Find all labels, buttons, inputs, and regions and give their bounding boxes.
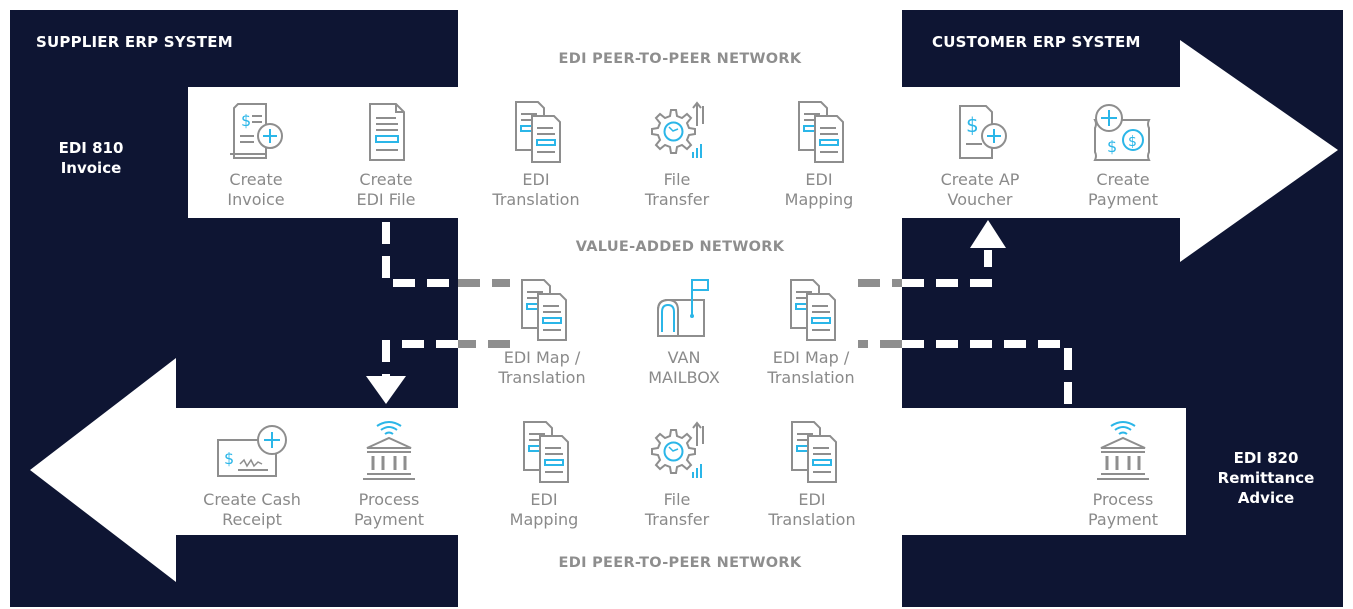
edi-810-name: Invoice xyxy=(60,159,122,177)
top-flow-arrow xyxy=(188,40,1338,262)
edi-820-code: EDI 820 xyxy=(1233,449,1299,467)
step-van-edi-map-right: EDI Map /Translation xyxy=(751,278,871,388)
svg-text:$: $ xyxy=(224,449,234,468)
mailbox-icon xyxy=(657,279,709,337)
edi-810-code: EDI 810 xyxy=(58,139,124,157)
edi-810-label: EDI 810 Invoice xyxy=(36,138,146,178)
svg-text:$: $ xyxy=(966,113,979,137)
svg-text:$: $ xyxy=(1107,137,1117,156)
edi-820-label: EDI 820 Remittance Advice xyxy=(1206,448,1326,508)
bank-icon xyxy=(1097,421,1149,480)
svg-text:$: $ xyxy=(241,111,251,130)
documents-icon xyxy=(523,421,569,483)
gear-transfer-icon xyxy=(651,421,704,478)
arrowhead-down xyxy=(366,376,406,404)
p2p-network-top-title: EDI PEER-TO-PEER NETWORK xyxy=(558,51,802,67)
edi-file-icon xyxy=(369,103,405,161)
van-connectors xyxy=(382,222,1072,404)
ap-voucher-icon: $ xyxy=(959,105,1007,159)
edi-820-name-1: Remittance xyxy=(1217,469,1315,487)
cash-receipt-icon: $ xyxy=(217,425,287,477)
documents-icon xyxy=(790,279,836,341)
documents-icon xyxy=(791,421,837,483)
arrowhead-up xyxy=(970,220,1006,248)
step-van-edi-map-left: EDI Map /Translation xyxy=(482,278,602,388)
svg-text:$: $ xyxy=(1128,134,1137,150)
documents-icon xyxy=(798,101,844,163)
payment-icon: $ $ xyxy=(1093,104,1151,161)
supplier-panel-title: SUPPLIER ERP SYSTEM xyxy=(36,33,233,51)
step-label: EDI Map /Translation xyxy=(498,348,586,387)
gear-transfer-icon xyxy=(651,101,704,158)
invoice-icon: $ xyxy=(230,103,283,159)
bank-icon xyxy=(363,421,415,480)
documents-icon xyxy=(515,101,561,163)
p2p-network-bottom-title: EDI PEER-TO-PEER NETWORK xyxy=(558,555,802,571)
customer-panel-title: CUSTOMER ERP SYSTEM xyxy=(932,33,1141,51)
van-network-title: VALUE-ADDED NETWORK xyxy=(575,239,785,255)
edi-820-name-2: Advice xyxy=(1237,489,1295,507)
documents-icon xyxy=(521,279,567,341)
step-label: EDI Map /Translation xyxy=(767,348,855,387)
bottom-flow-arrow xyxy=(30,358,1186,582)
